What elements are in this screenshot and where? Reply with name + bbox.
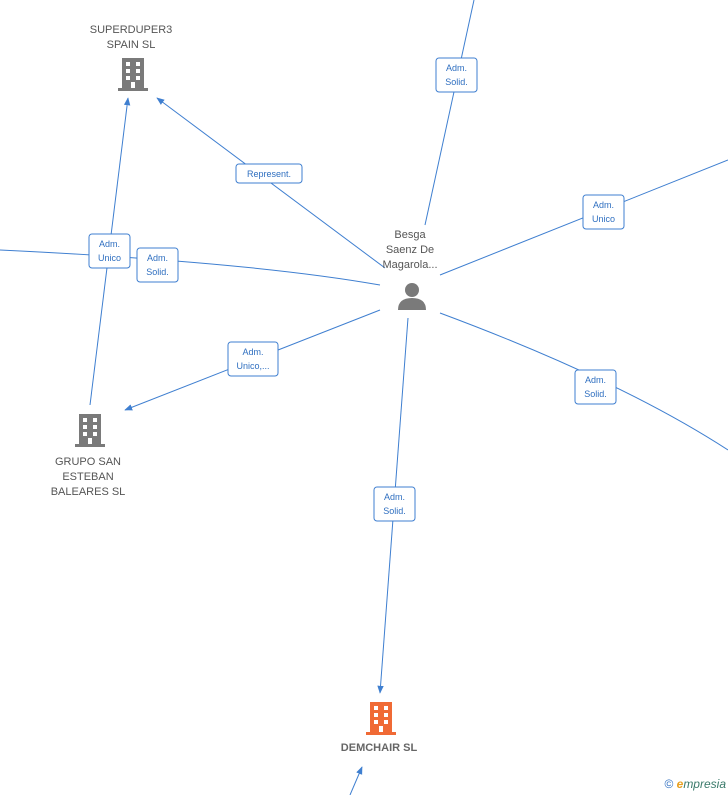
edge-label-represent[interactable]: Represent. [235,163,303,184]
edge-left [0,249,381,286]
svg-text:Unico: Unico [592,214,615,224]
svg-text:Adm.: Adm. [446,63,467,73]
svg-text:SPAIN SL: SPAIN SL [107,39,156,51]
building-icon [366,702,396,735]
person-icon [398,283,426,310]
edge-label-top-solid[interactable]: Adm. Solid. [435,57,478,93]
node-demchair[interactable]: DEMCHAIR SL [341,702,418,754]
svg-text:Adm.: Adm. [242,347,263,357]
svg-text:ESTEBAN: ESTEBAN [62,471,113,483]
svg-text:Solid.: Solid. [584,389,607,399]
svg-text:Adm.: Adm. [585,375,606,385]
svg-text:SUPERDUPER3: SUPERDUPER3 [90,24,173,36]
edge-label-right-unico[interactable]: Adm. Unico [582,194,625,230]
svg-text:Besga: Besga [394,229,426,241]
building-icon [75,414,105,447]
svg-text:BALEARES SL: BALEARES SL [51,486,126,498]
node-person[interactable]: Besga Saenz De Magarola... [382,229,438,310]
brand-rest: mpresia [683,777,726,791]
svg-text:Unico,...: Unico,... [236,361,269,371]
node-superduper[interactable]: SUPERDUPER3 SPAIN SL [90,24,173,91]
node-grupo[interactable]: GRUPO SAN ESTEBAN BALEARES SL [51,414,126,498]
svg-text:Magarola...: Magarola... [382,259,437,271]
building-icon [118,58,148,91]
edge-label-left-unico[interactable]: Adm. Unico [88,233,131,269]
edge-label-left-solid[interactable]: Adm. Solid. [136,247,179,283]
svg-text:Adm.: Adm. [99,239,120,249]
svg-text:Adm.: Adm. [593,200,614,210]
svg-text:Solid.: Solid. [146,267,169,277]
svg-text:Solid.: Solid. [445,77,468,87]
svg-text:GRUPO SAN: GRUPO SAN [55,456,121,468]
svg-text:Unico: Unico [98,253,121,263]
empresia-watermark: © empresia [664,777,726,791]
svg-text:Represent.: Represent. [247,169,291,179]
svg-text:Saenz De: Saenz De [386,244,434,256]
brand-first-letter: e [676,777,684,791]
svg-text:Adm.: Adm. [384,492,405,502]
edge-label-right-solid[interactable]: Adm. Solid. [574,369,617,405]
edge-bottom [349,766,363,795]
svg-text:DEMCHAIR SL: DEMCHAIR SL [341,742,418,754]
edge-top [424,0,475,226]
svg-text:Adm.: Adm. [147,253,168,263]
edge-label-grupo-unico[interactable]: Adm. Unico,... [227,341,279,377]
svg-text:Solid.: Solid. [383,506,406,516]
edge-label-demchair-solid[interactable]: Adm. Solid. [373,486,416,522]
copyright-symbol: © [664,777,674,791]
